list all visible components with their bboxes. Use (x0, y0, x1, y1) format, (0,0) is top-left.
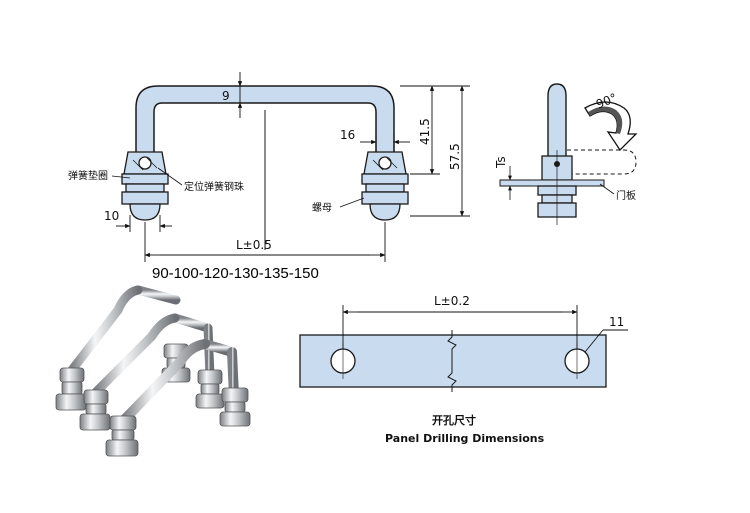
dim-ts-label: Ts (494, 156, 508, 169)
product-photo (55, 285, 251, 457)
dim-inner-width-label: 16 (340, 128, 355, 142)
label-door-panel: 门板 (616, 189, 636, 202)
drilling-caption-en: Panel Drilling Dimensions (385, 432, 545, 445)
dim-nut-width-label: 10 (104, 209, 119, 223)
dim-nut-width (116, 215, 172, 232)
dim-height-total-label: 57.5 (448, 143, 462, 170)
label-spring-washer: 弹簧垫圈 (68, 169, 108, 182)
dim-height-inner-label: 41.5 (418, 118, 432, 145)
dim-height-total (400, 85, 470, 217)
label-locating-ball: 定位弹簧钢珠 (184, 180, 244, 193)
dim-hole-diameter-label: 11 (609, 315, 624, 329)
handle-photo-front (105, 339, 251, 457)
dim-length (144, 222, 386, 262)
handle-photo-middle (79, 313, 225, 431)
left-fastener (121, 151, 169, 221)
drilling-caption-cn: 开孔尺寸 (432, 413, 476, 427)
handle-side-view: Ts 门板 90° (494, 83, 638, 225)
dim-drill-length (342, 305, 578, 349)
dim-inner-width (360, 134, 410, 152)
handle-front-view: 9 16 41.5 57.5 (68, 72, 470, 282)
callout-leaders (111, 167, 365, 208)
dim-bar-thickness-label: 9 (222, 89, 230, 103)
panel-drilling-view: L±0.2 11 开孔尺寸 Panel Drilling Dimensions (299, 294, 628, 445)
dim-ts (500, 166, 530, 200)
length-series: 90-100-120-130-135-150 (152, 265, 319, 282)
right-fastener (361, 151, 409, 221)
rotation-arrow-icon (584, 101, 638, 152)
label-nut: 螺母 (312, 202, 332, 214)
dim-drill-length-label: L±0.2 (434, 294, 470, 308)
handle-photo-back (55, 285, 191, 411)
dim-length-label: L±0.5 (236, 238, 272, 252)
